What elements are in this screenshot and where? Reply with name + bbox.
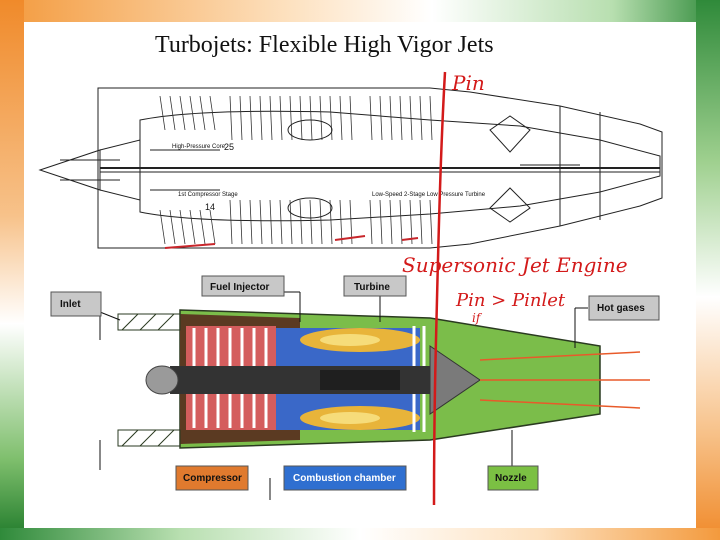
fuel-injector-box [201,275,285,297]
border-bottom [0,528,720,540]
nose-spinner [145,365,179,395]
inlet-box [50,291,102,317]
inlet-label: Inlet [60,299,81,310]
combustion-chamber-label: Combustion chamber [293,473,396,484]
label-boxes: Inlet Fuel Injector Turbine Hot gases Co… [50,275,660,491]
turbojet-diagram [117,309,650,449]
fuel-injector-label: Fuel Injector [210,282,270,293]
core-outline [139,110,661,222]
exhaust-streaks [479,351,650,409]
label-high-pressure-core: High-Pressure Core [172,144,226,150]
slide-canvas [24,22,696,528]
pin-annotation: Pin [451,71,485,95]
border-left [0,0,24,540]
hot-gases-label: Hot gases [597,303,645,314]
supersonic-annotation: Supersonic Jet Engine [402,253,628,277]
turbine-box [343,275,407,297]
top-red-strokes [164,235,419,249]
combustion-chamber-box [283,465,407,491]
inlet-hatching [117,313,181,447]
label-stage-number: 14 [205,202,215,212]
label-low-speed-turbine: Low-Speed 2-Stage Low Pressure Turbine [372,192,486,198]
nozzle-label: Nozzle [495,473,527,484]
turbine-label: Turbine [354,282,390,293]
pressure-relation-annotation: Pin > Pinlet [455,290,566,311]
pressure-sub-annotation: if [472,311,483,325]
handwritten-annotations: Pin Supersonic Jet Engine Pin > Pinlet i… [402,71,628,506]
border-right [696,0,720,540]
nozzle-box [487,465,539,491]
border-top [0,0,720,22]
spinner-body [99,139,141,201]
slide-title: Turbojets: Flexible High Vigor Jets [155,32,494,58]
top-engine-drawing [38,87,663,249]
hot-gases-box [588,295,660,321]
compressor-label: Compressor [183,473,242,484]
label-hp-number: 25 [224,142,234,152]
compressor-box [175,465,249,491]
outer-casing [97,87,663,249]
tail-cone [429,345,481,415]
vertical-ink-line [432,71,447,506]
spinner-cone [38,149,101,191]
label-first-compressor-stage: 1st Compressor Stage [178,192,238,198]
